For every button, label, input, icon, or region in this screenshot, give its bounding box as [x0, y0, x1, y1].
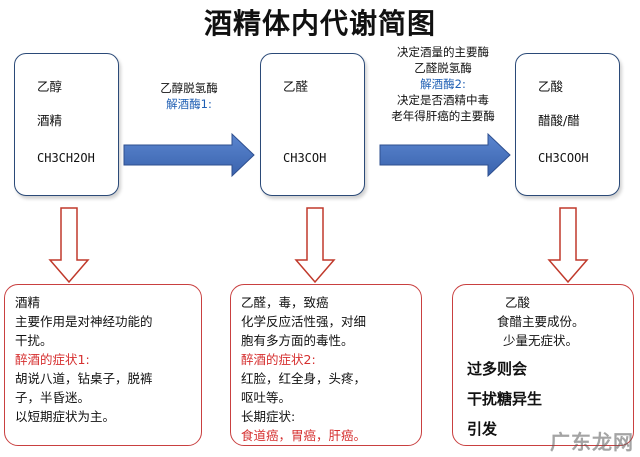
enzyme-label-1: 乙醇脱氢酶 解酒酶1:: [124, 80, 254, 112]
compound-formula: CH3CH2OH: [37, 151, 95, 165]
compound-formula: CH3COOH: [538, 151, 589, 165]
symptom-line: 子，半昏迷。: [15, 390, 91, 405]
effect-desc-line: 食醋主要成份。: [497, 314, 585, 329]
enzyme-role: 决定酒量的主要酶: [397, 45, 489, 59]
compound-box-acetaldehyde: 乙醛 CH3COH: [260, 53, 365, 196]
watermark: 广东龙网: [550, 430, 634, 454]
compound-name: 乙醇: [37, 79, 63, 94]
effect-tail: 以短期症状为主。: [15, 409, 116, 424]
effect-desc-line: 化学反应活性强，对细: [241, 314, 367, 329]
enzyme-name: 乙醇脱氢酶: [160, 81, 218, 95]
symptom-line: 胡说八道，钻桌子，脱裤: [15, 371, 153, 386]
effect-box-acetic-acid: 乙酸 食醋主要成份。 少量无症状。 过多则会 干扰糖异生 引发: [452, 284, 634, 446]
enzyme-note-1: 决定是否酒精中毒: [397, 93, 489, 107]
long-term-value: 食道癌，胃癌，肝癌。: [241, 428, 367, 443]
down-arrow-1: [48, 207, 90, 284]
enzyme-note-2: 老年得肝癌的主要酶: [391, 109, 495, 123]
effect-box-ethanol: 酒精 主要作用是对神经功能的 干扰。 醉酒的症状1: 胡说八道，钻桌子，脱裤 子…: [4, 284, 202, 446]
warning-line: 过多则会: [467, 360, 528, 378]
symptom-label: 醉酒的症状2:: [241, 352, 316, 367]
symptom-label: 醉酒的症状1:: [15, 352, 90, 367]
effect-box-acetaldehyde: 乙醛，毒，致癌 化学反应活性强，对细 胞有多方面的毒性。 醉酒的症状2: 红脸，…: [230, 284, 422, 446]
symptom-line: 呕吐等。: [241, 390, 292, 405]
enzyme-tag: 解酒酶1:: [166, 97, 212, 111]
effect-desc-line: 主要作用是对神经功能的: [15, 314, 153, 329]
effect-desc-line: 胞有多方面的毒性。: [241, 333, 354, 348]
compound-alias: 酒精: [37, 113, 63, 128]
effect-desc-line: 少量无症状。: [503, 333, 579, 348]
diagram-title: 酒精体内代谢简图: [203, 7, 436, 40]
effect-title: 乙醛，毒，致癌: [241, 295, 329, 310]
compound-name: 乙酸: [538, 79, 564, 94]
compound-box-acetic-acid: 乙酸 醋酸/醋 CH3COOH: [515, 53, 620, 196]
enzyme-name: 乙醛脱氢酶: [414, 61, 472, 75]
down-arrow-2: [294, 207, 336, 284]
symptom-line: 红脸，红全身，头疼，: [241, 371, 367, 386]
enzyme-tag: 解酒酶2:: [420, 77, 466, 91]
warning-line: 引发: [467, 420, 498, 438]
long-term-label: 长期症状:: [241, 409, 296, 424]
down-arrow-3: [547, 207, 589, 284]
compound-formula: CH3COH: [283, 151, 327, 165]
effect-desc-line: 干扰。: [15, 333, 53, 348]
compound-name: 乙醛: [283, 79, 309, 94]
reaction-arrow-2: [379, 132, 511, 178]
compound-alias: 醋酸/醋: [538, 113, 580, 128]
effect-title: 乙酸: [505, 295, 531, 310]
compound-box-ethanol: 乙醇 酒精 CH3CH2OH: [14, 53, 119, 196]
warning-line: 干扰糖异生: [467, 390, 543, 408]
enzyme-label-2: 决定酒量的主要酶 乙醛脱氢酶 解酒酶2: 决定是否酒精中毒 老年得肝癌的主要酶: [368, 44, 518, 124]
effect-title: 酒精: [15, 295, 41, 310]
reaction-arrow-1: [123, 132, 255, 178]
